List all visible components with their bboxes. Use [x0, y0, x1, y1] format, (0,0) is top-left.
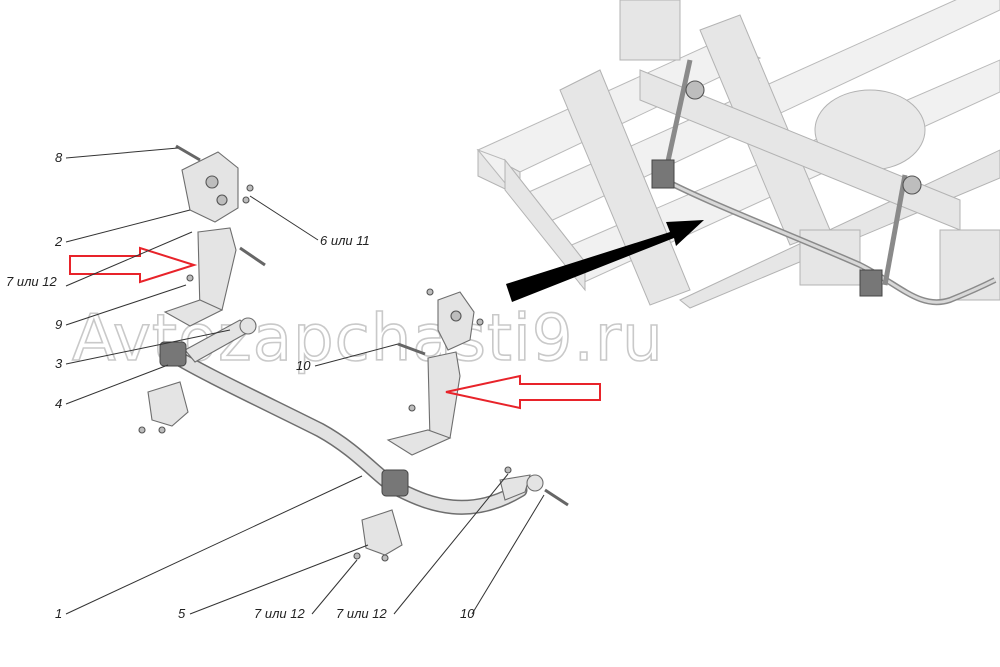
callout-6-or-11: 6 или 11	[320, 233, 370, 248]
right-bracket-group	[353, 288, 569, 562]
callout-5: 5	[178, 606, 186, 621]
red-arrow-right-icon	[445, 374, 601, 410]
callout-labels: 8 2 6 или 11 7 или 12 9 3 4 10 1 5 7 или…	[6, 150, 475, 621]
red-arrow-left-icon	[69, 246, 198, 284]
left-bracket-group	[138, 144, 266, 434]
chassis-frame-illustration	[476, 0, 1000, 309]
callout-3: 3	[55, 356, 63, 371]
callout-7-or-12-b: 7 или 12	[254, 606, 305, 621]
black-pointer-arrow-icon	[506, 220, 704, 302]
callout-7-or-12-a: 7 или 12	[6, 274, 57, 289]
stabilizer-bar-assembly	[159, 317, 544, 515]
callout-4: 4	[55, 396, 62, 411]
leader-lines	[65, 147, 545, 615]
callout-10-a: 10	[296, 358, 311, 373]
callout-2: 2	[54, 234, 63, 249]
callout-10-b: 10	[460, 606, 475, 621]
callout-8: 8	[55, 150, 63, 165]
callout-9: 9	[55, 317, 62, 332]
callout-7-or-12-c: 7 или 12	[336, 606, 387, 621]
callout-1: 1	[55, 606, 62, 621]
